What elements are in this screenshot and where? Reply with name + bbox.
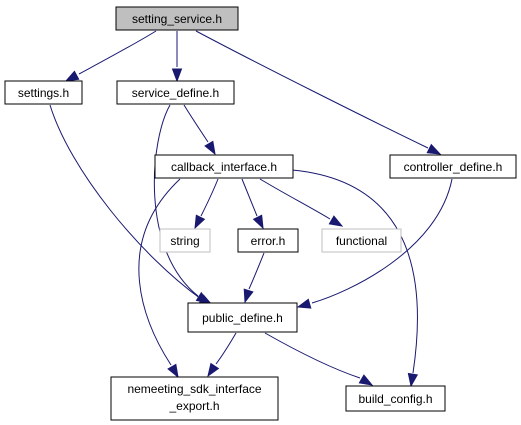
edge-line [153,104,199,297]
node-functional[interactable]: functional [321,228,402,253]
node-string[interactable]: string [159,228,211,253]
edges-layer [49,30,453,388]
edge-line [291,169,418,374]
node-nemeeting-sdk-interface-export[interactable]: nemeeting_sdk_interface _export.h [110,376,279,421]
node-label: string [170,234,199,248]
edge-line [49,104,202,300]
arrowhead [252,214,264,230]
nodes-layer: setting_service.h settings.h service_def… [4,6,517,421]
edge-callback-interface-to-build-config [291,169,419,388]
edge-public-define-to-build-config [264,332,374,386]
edge-line [195,30,429,149]
arrowhead [64,70,80,82]
node-label: settings.h [18,86,69,100]
arrowhead [204,140,216,156]
edge-line [215,332,237,365]
edge-controller-define-to-public-define [296,178,453,309]
edge-setting-service-to-settings [64,30,157,82]
node-label: error.h [251,234,286,248]
arrowhead [426,143,442,155]
edge-line [241,178,258,217]
node-public-define[interactable]: public_define.h [187,302,298,333]
node-build-config[interactable]: build_config.h [345,385,446,412]
edge-public-define-to-nemeeting-export [207,332,237,378]
edge-line [138,178,181,366]
edge-line [311,178,453,304]
edge-callback-interface-to-error [241,178,264,230]
node-label: setting_service.h [132,12,222,26]
edge-line [78,30,157,75]
edge-line [259,178,331,220]
arrowhead [167,363,179,379]
edge-line [248,252,265,290]
node-controller-define[interactable]: controller_define.h [389,154,517,179]
arrowhead [407,372,419,388]
edge-line [200,178,219,217]
edge-service-define-to-public-define [153,104,211,304]
arrowhead [243,288,254,304]
edge-setting-service-to-controller-define [195,30,442,155]
edge-callback-interface-to-functional [259,178,344,227]
arrowhead [296,298,312,309]
arrowhead [358,374,374,386]
edge-service-define-to-callback-interface [183,104,216,156]
node-label-line-2: _export.h [168,399,219,413]
node-service-define[interactable]: service_define.h [116,80,235,105]
edge-error-to-public-define [243,252,265,304]
edge-callback-interface-to-nemeeting-export [138,178,181,379]
arrowhead [171,68,183,83]
node-error[interactable]: error.h [237,228,299,253]
edge-line [183,104,209,143]
arrowhead [195,291,211,304]
edge-callback-interface-to-string [194,178,219,230]
node-label: functional [336,234,387,248]
node-label: service_define.h [132,86,219,100]
edge-line [264,332,361,379]
node-label: controller_define.h [404,160,503,174]
arrowhead [328,215,344,227]
node-label: public_define.h [202,311,283,325]
node-label: callback_interface.h [171,160,277,174]
edge-setting-service-to-service-define [171,31,183,83]
arrowhead [207,362,220,378]
arrowhead [194,214,206,230]
node-label-line-1: nemeeting_sdk_interface [127,382,261,396]
node-settings[interactable]: settings.h [4,80,83,105]
node-callback-interface[interactable]: callback_interface.h [154,154,294,179]
node-label: build_config.h [358,392,432,406]
edge-settings-to-public-define [49,104,214,306]
node-setting-service[interactable]: setting_service.h [115,6,239,31]
